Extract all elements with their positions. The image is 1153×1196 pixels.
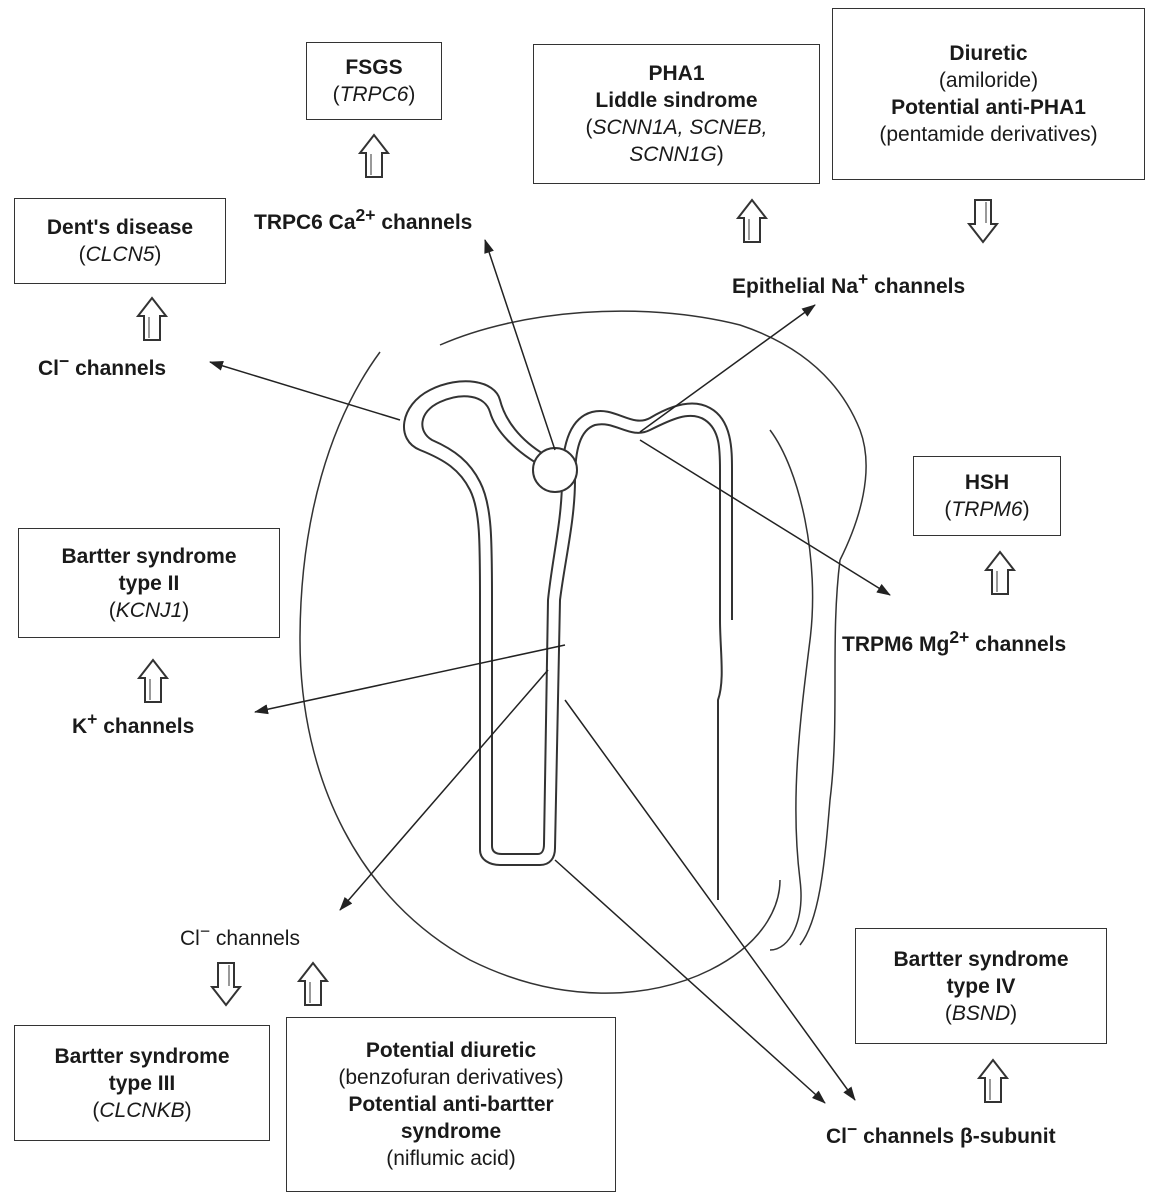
k-sup: + [87, 709, 97, 729]
bartter2-title1: Bartter syndrome [61, 543, 236, 570]
cl-top-sup: − [59, 351, 69, 371]
epithelial-na-post: channels [868, 275, 965, 298]
box-pha1: PHA1 Liddle sindrome (SCNN1A, SCNEB, SCN… [533, 44, 820, 184]
k-pre: K [72, 715, 87, 738]
epithelial-na-pre: Epithelial Na [732, 275, 858, 298]
arrow-to-trpc6 [485, 240, 555, 450]
epithelial-na-sup: + [858, 269, 868, 289]
cl-bottom-pre: Cl [180, 927, 200, 950]
bartter3-title2: type III [109, 1070, 176, 1097]
block-arrow-diuretic [969, 200, 997, 242]
label-cl-channels-top: Cl− channels [38, 348, 166, 382]
bartter2-gene-line: (KCNJ1) [109, 597, 190, 624]
label-epithelial-na-channels: Epithelial Na+ channels [732, 266, 965, 300]
trpm6-pre: TRPM6 Mg [842, 633, 949, 656]
anti-pha1-title: Potential anti-PHA1 [891, 94, 1086, 121]
glomerulus [533, 448, 577, 492]
box-bartter2: Bartter syndrome type II (KCNJ1) [18, 528, 280, 638]
box-dent: Dent's disease (CLCN5) [14, 198, 226, 284]
cl-beta-pre: Cl [826, 1125, 847, 1148]
cl-beta-sup: − [847, 1119, 857, 1139]
dent-gene: CLCN5 [86, 243, 155, 266]
label-trpm6-channels: TRPM6 Mg2+ channels [842, 624, 1066, 658]
bartter3-gene: CLCNKB [99, 1099, 184, 1122]
cl-bottom-sup: − [200, 921, 210, 941]
arrow-to-trpm6 [640, 440, 890, 595]
box-potential: Potential diuretic (benzofuran derivativ… [286, 1017, 616, 1192]
fsgs-title: FSGS [345, 54, 402, 81]
block-arrow-fsgs [360, 135, 388, 177]
fsgs-gene-line: (TRPC6) [333, 81, 416, 108]
pha1-genes-line2: SCNN1G) [629, 141, 724, 168]
bartter2-gene: KCNJ1 [116, 599, 183, 622]
block-arrow-pha1 [738, 200, 766, 242]
potential-diuretic-drug: (benzofuran derivatives) [338, 1064, 563, 1091]
diuretic-drug: (amiloride) [939, 67, 1038, 94]
box-hsh: HSH (TRPM6) [913, 456, 1061, 536]
fsgs-gene: TRPC6 [340, 83, 409, 106]
pha1-genes-line1: (SCNN1A, SCNEB, [585, 114, 767, 141]
arrow-to-cl-top [210, 362, 400, 420]
block-arrow-bartter2 [139, 660, 167, 702]
renal-pelvis-outline [770, 430, 813, 950]
block-arrow-bartter3 [212, 963, 240, 1005]
box-bartter4: Bartter syndrome type IV (BSND) [855, 928, 1107, 1044]
diuretic-title: Diuretic [949, 40, 1027, 67]
pha1-title: PHA1 [648, 60, 704, 87]
block-arrow-bartter4 [979, 1060, 1007, 1102]
block-arrow-dent [138, 298, 166, 340]
hsh-gene-line: (TRPM6) [944, 496, 1029, 523]
anti-bartter-drug: (niflumic acid) [386, 1145, 516, 1172]
collecting-duct-right [800, 560, 840, 945]
arrow-to-cl-bottom [340, 670, 548, 910]
anti-bartter-title2: syndrome [401, 1118, 501, 1145]
block-arrow-hsh [986, 552, 1014, 594]
bartter3-gene-line: (CLCNKB) [92, 1097, 191, 1124]
dent-title: Dent's disease [47, 214, 193, 241]
anti-bartter-title: Potential anti-bartter [348, 1091, 553, 1118]
potential-diuretic-title: Potential diuretic [366, 1037, 536, 1064]
bartter4-gene: BSND [952, 1002, 1010, 1025]
label-cl-channels-bottom: Cl− channels [180, 918, 300, 952]
trpc6-post: channels [375, 211, 472, 234]
bartter4-title2: type IV [947, 973, 1016, 1000]
pha1-genes2: SCNN1G [629, 143, 717, 166]
trpc6-sup: 2+ [356, 205, 376, 225]
trpc6-pre: TRPC6 Ca [254, 211, 356, 234]
bartter3-title1: Bartter syndrome [54, 1043, 229, 1070]
liddle-title: Liddle sindrome [595, 87, 757, 114]
dent-gene-line: (CLCN5) [79, 241, 162, 268]
pha1-genes1: SCNN1A, SCNEB, [592, 116, 767, 139]
hsh-title: HSH [965, 469, 1009, 496]
k-post: channels [97, 715, 194, 738]
cl-beta-post: channels β-subunit [857, 1125, 1055, 1148]
bartter2-title2: type II [119, 570, 180, 597]
cl-top-post: channels [69, 357, 166, 380]
label-cl-channels-beta-subunit: Cl− channels β-subunit [826, 1116, 1056, 1150]
label-k-channels: K+ channels [72, 706, 194, 740]
box-diuretic: Diuretic (amiloride) Potential anti-PHA1… [832, 8, 1145, 180]
cl-bottom-post: channels [210, 927, 300, 950]
bartter4-gene-line: (BSND) [945, 1000, 1017, 1027]
cl-top-pre: Cl [38, 357, 59, 380]
box-fsgs: FSGS (TRPC6) [306, 42, 442, 120]
block-arrow-potential [299, 963, 327, 1005]
label-trpc6-channels: TRPC6 Ca2+ channels [254, 202, 472, 236]
box-bartter3: Bartter syndrome type III (CLCNKB) [14, 1025, 270, 1141]
hsh-gene: TRPM6 [951, 498, 1022, 521]
anti-pha1-drug: (pentamide derivatives) [879, 121, 1097, 148]
trpm6-post: channels [969, 633, 1066, 656]
trpm6-sup: 2+ [949, 627, 969, 647]
arrow-to-epithelial-na [640, 305, 815, 432]
bartter4-title1: Bartter syndrome [893, 946, 1068, 973]
